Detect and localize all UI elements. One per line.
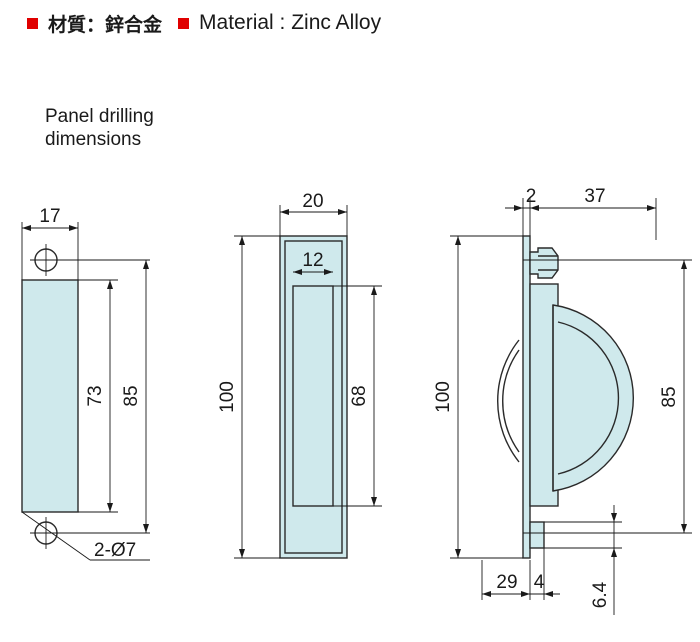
panel-cutout <box>21 279 79 513</box>
mount-stud <box>529 247 559 279</box>
dim-flange: 2 <box>526 186 537 207</box>
arrow-head <box>293 269 302 275</box>
handle-cup <box>552 304 635 492</box>
dim-depth: 37 <box>584 186 605 207</box>
arrow-head <box>455 549 461 558</box>
dim-recess-height: 68 <box>349 385 370 406</box>
arrow-head <box>544 591 553 597</box>
dim-panel-width: 17 <box>39 206 60 227</box>
arrow-head <box>143 524 149 533</box>
hole-leader <box>21 511 91 561</box>
arrow-head <box>143 260 149 269</box>
handle-cup-rim <box>557 321 620 475</box>
arrow-head <box>681 524 687 533</box>
panel-label-line2: dimensions <box>45 129 142 150</box>
dim-depth-back: 29 <box>496 572 517 593</box>
swing-arc-inner <box>502 349 520 453</box>
dim-recess-width: 12 <box>302 250 323 271</box>
arrow-head <box>521 591 530 597</box>
arrow-head <box>455 236 461 245</box>
arrow-head <box>611 513 617 522</box>
arrow-head <box>611 548 617 557</box>
dim-body-height: 85 <box>659 386 680 407</box>
arrow-head <box>22 225 31 231</box>
arrow-head <box>69 225 78 231</box>
panel-label-line1: Panel drilling <box>45 106 154 127</box>
arrow-head <box>371 497 377 506</box>
material-label-en: Material : Zinc Alloy <box>199 11 382 34</box>
arrow-head <box>514 205 523 211</box>
arrow-head <box>107 503 113 512</box>
dim-hole-spec: 2-Ø7 <box>94 540 136 561</box>
panel-drilling-view: 17 73 85 2-Ø7 <box>21 206 150 561</box>
arrow-head <box>239 549 245 558</box>
arrow-head <box>371 286 377 295</box>
swing-arc-outer <box>497 339 520 463</box>
arrow-head <box>530 205 539 211</box>
side-view: 2 37 100 85 29 4 6.4 <box>433 186 692 615</box>
dim-panel-span: 73 <box>85 385 106 406</box>
panel-drilling-label: Panel drilling dimensions <box>45 105 245 151</box>
dim-lip: 6.4 <box>590 581 611 608</box>
arrow-head <box>647 205 656 211</box>
dim-panel-height: 85 <box>121 385 142 406</box>
bullet-square-icon <box>178 17 190 29</box>
arrow-head <box>280 209 289 215</box>
dim-front-height: 100 <box>217 381 238 413</box>
arrow-head <box>482 591 491 597</box>
arrow-head <box>681 260 687 269</box>
handle-front-outline <box>279 235 348 559</box>
arrow-head <box>324 269 333 275</box>
material-label-cn: 材質：鋅合金 <box>48 13 163 36</box>
handle-front-inner <box>284 240 343 554</box>
dim-offset: 4 <box>534 572 545 593</box>
bottom-lip <box>529 521 545 549</box>
bullet-square-icon <box>27 17 38 29</box>
arrow-head <box>107 280 113 289</box>
handle-recess <box>292 285 334 507</box>
dim-side-height: 100 <box>433 381 454 413</box>
dim-front-width: 20 <box>302 191 323 212</box>
handle-flange <box>522 235 531 559</box>
arrow-head <box>338 209 347 215</box>
front-view: 20 12 100 68 <box>217 191 382 559</box>
arrow-head <box>239 236 245 245</box>
material-header: 材質：鋅合金 Material : Zinc Alloy <box>27 10 381 36</box>
